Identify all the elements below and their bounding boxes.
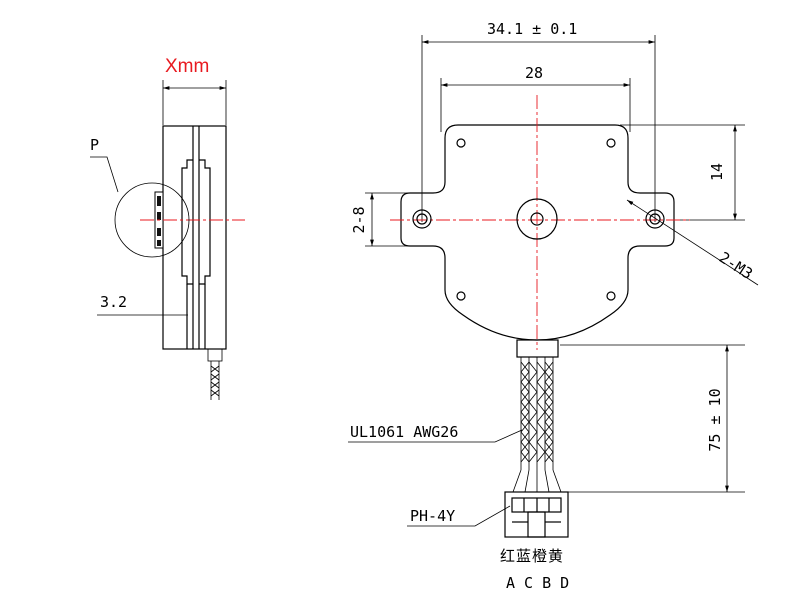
rivet-hole [456,291,466,301]
pin-letters-label: A C B D [506,574,569,592]
wire-colors-label: 红蓝橙黄 [500,547,564,565]
mount-hole-leader [626,199,759,286]
mount-hole-left-outer [412,209,432,229]
shaft-boss [516,198,558,240]
rivet-hole [606,138,616,148]
width-label: Xmm [165,56,209,77]
mount-hole-label: 2-M3 [716,248,756,283]
shaft-hole [530,212,544,226]
depth-label: 3.2 [100,293,127,311]
side-view: Xmm P 3.2 [90,56,245,400]
overall-width-label: 34.1 ± 0.1 [487,20,577,38]
hole-pitch-label: 28 [525,64,543,82]
front-view: 34.1 ± 0.1 28 14 2-8 [348,20,759,592]
rivet-hole [456,138,466,148]
connector-label: PH-4Y [410,507,455,525]
mount-hole-right-outer [645,209,665,229]
ear-height-label: 2-8 [350,206,368,233]
detail-circle [114,182,190,258]
cable-grommet [516,339,559,358]
motor-body-side [162,125,227,350]
motor-body-front [400,124,675,341]
wire-bundle [512,357,562,493]
mount-hole-right [649,213,661,225]
detail-label: P [90,136,99,154]
rivet-hole [606,291,616,301]
mount-hole-left [416,213,428,225]
hole-offset-label: 14 [708,163,726,181]
lead-length-label: 75 ± 10 [706,388,724,451]
connector [504,491,569,538]
connector-leader [407,505,511,527]
wire-spec-leader [348,429,523,443]
wire-spec-label: UL1061 AWG26 [350,423,458,441]
